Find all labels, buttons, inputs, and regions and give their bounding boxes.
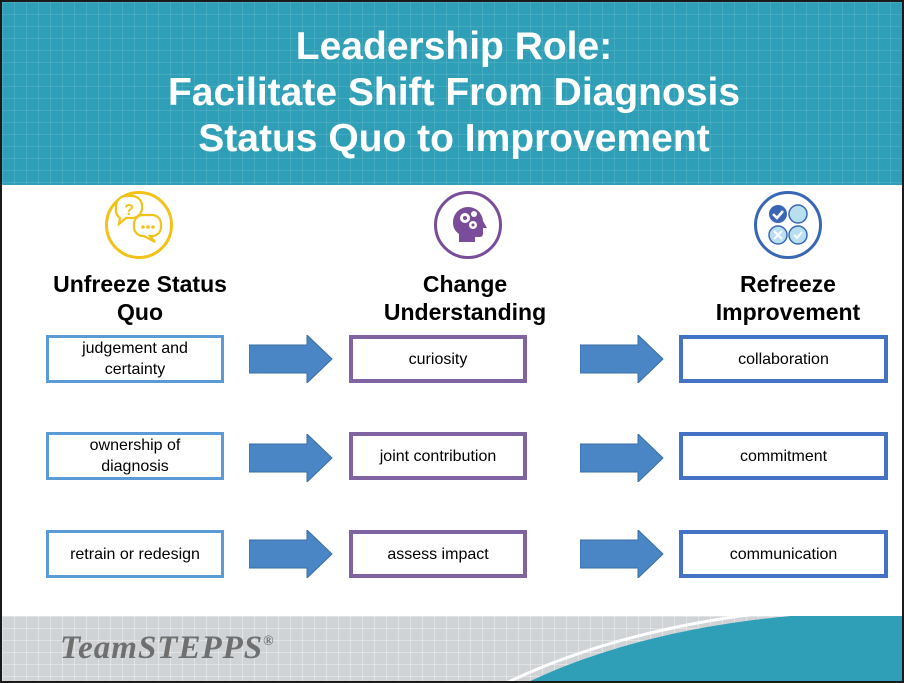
registered-mark: ® xyxy=(263,634,275,649)
box-to-row-3: communication xyxy=(679,530,888,578)
footer-band xyxy=(2,616,902,681)
box-from-row-3: retrain or redesign xyxy=(46,530,224,578)
column-heading-refreeze: Refreeze Improvement xyxy=(658,270,902,326)
column-heading-line: Unfreeze Status xyxy=(53,271,227,297)
column-heading-line: Quo xyxy=(117,299,163,325)
head-gears-icon xyxy=(434,191,502,259)
box-mid-row-1: curiosity xyxy=(349,335,527,383)
box-mid-row-2: joint contribution xyxy=(349,432,527,480)
brand-text: TeamSTEPPS xyxy=(60,630,264,666)
column-heading-line: Understanding xyxy=(383,299,547,325)
title-line-2: Facilitate Shift From Diagnosis xyxy=(167,71,741,114)
arrow-right-icon xyxy=(580,434,664,482)
box-to-row-1: collaboration xyxy=(679,335,888,383)
column-heading-change: Change Understanding xyxy=(335,270,595,326)
svg-text:?: ? xyxy=(124,202,134,219)
arrow-right-icon xyxy=(249,530,333,578)
arrow-right-icon xyxy=(580,530,664,578)
title-line-1: Leadership Role: xyxy=(295,25,613,68)
box-from-row-1: judgement and certainty xyxy=(46,335,224,383)
box-to-row-2: commitment xyxy=(679,432,888,480)
column-heading-line: Improvement xyxy=(715,299,861,325)
title-banner: Leadership Role: Facilitate Shift From D… xyxy=(2,2,902,185)
checklist-circles-icon xyxy=(754,191,822,259)
column-heading-line: Refreeze xyxy=(740,271,836,297)
box-mid-row-3: assess impact xyxy=(349,530,527,578)
column-heading-unfreeze: Unfreeze Status Quo xyxy=(10,270,270,326)
arrow-right-icon xyxy=(249,335,333,383)
arrow-right-icon xyxy=(249,434,333,482)
box-from-row-2: ownership of diagnosis xyxy=(46,432,224,480)
title-line-3: Status Quo to Improvement xyxy=(198,117,710,160)
question-chat-icon: ? xyxy=(105,191,173,259)
arrow-right-icon xyxy=(580,335,664,383)
footer-wave-icon xyxy=(506,616,902,681)
column-heading-line: Change xyxy=(422,271,508,297)
teamstepps-logo: TeamSTEPPS® xyxy=(60,630,275,667)
slide-title: Leadership Role: Facilitate Shift From D… xyxy=(2,24,902,162)
